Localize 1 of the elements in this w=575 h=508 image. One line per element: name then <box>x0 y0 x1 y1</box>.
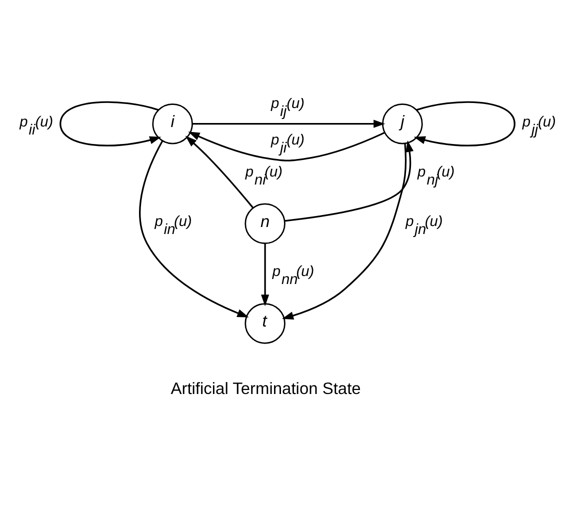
node-label: Artificial Termination State <box>170 380 361 398</box>
